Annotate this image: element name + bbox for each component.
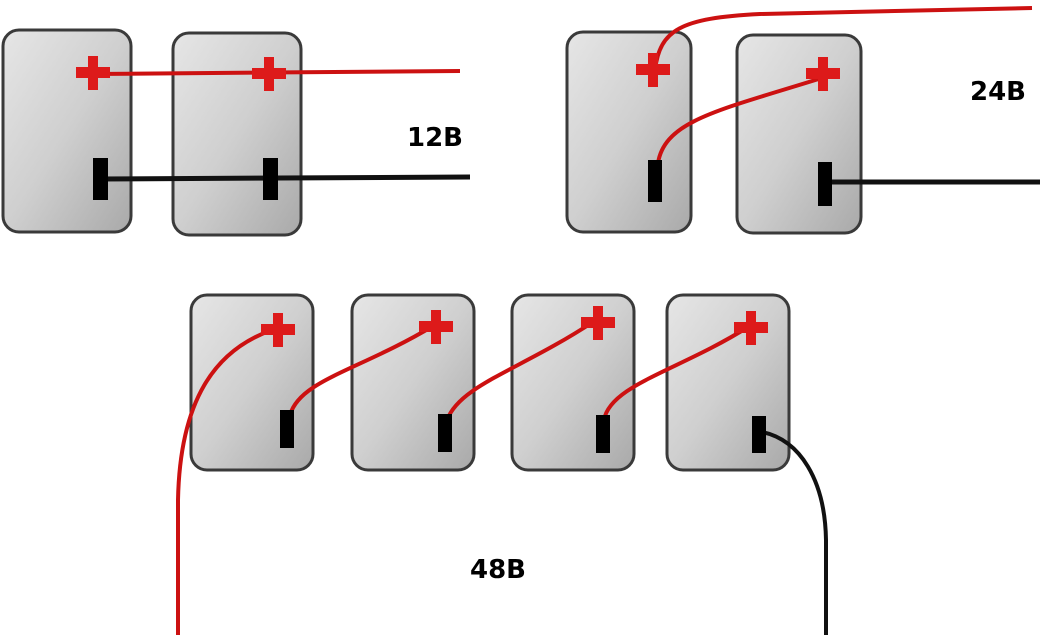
label-48v: 48В — [470, 555, 526, 585]
minus-terminal-icon — [818, 162, 832, 206]
label-12v: 12В — [407, 123, 463, 153]
battery-48v-4 — [665, 293, 791, 472]
plus-terminal-icon — [252, 57, 286, 91]
battery-icon — [1, 28, 133, 234]
group-24v: 24В — [565, 6, 1040, 235]
group-48v: 48В — [176, 293, 828, 635]
battery-48v-3 — [510, 293, 636, 472]
series-link-48v-2 — [445, 320, 595, 421]
battery-icon — [565, 30, 693, 234]
battery-24v-1 — [565, 30, 693, 234]
positive-wire-48v — [176, 328, 273, 635]
battery-icon — [189, 293, 315, 472]
plus-terminal-icon — [261, 313, 295, 347]
series-link-48v-1 — [288, 324, 435, 416]
minus-terminal-icon — [93, 158, 108, 200]
battery-icon — [350, 293, 476, 472]
plus-terminal-icon — [76, 56, 110, 90]
plus-terminal-icon — [636, 53, 670, 87]
minus-terminal-icon — [752, 416, 766, 453]
plus-terminal-icon — [806, 57, 840, 91]
series-link-24v — [656, 75, 826, 164]
group-12v: 12В — [1, 28, 471, 237]
minus-terminal-icon — [596, 415, 610, 453]
negative-wire-48v — [761, 430, 828, 635]
battery-48v-1 — [189, 293, 315, 472]
series-link-48v-3 — [602, 325, 750, 421]
battery-48v-2 — [350, 293, 476, 472]
plus-terminal-icon — [419, 310, 453, 344]
minus-terminal-icon — [263, 158, 278, 200]
minus-terminal-icon — [438, 414, 452, 452]
battery-icon — [665, 293, 791, 472]
battery-icon — [735, 33, 863, 235]
label-24v: 24В — [970, 77, 1026, 107]
battery-icon — [510, 293, 636, 472]
minus-terminal-icon — [648, 160, 662, 202]
battery-12v-2 — [171, 31, 303, 237]
plus-terminal-icon — [581, 306, 615, 340]
plus-terminal-icon — [734, 311, 768, 345]
battery-12v-1 — [1, 28, 133, 234]
battery-icon — [171, 31, 303, 237]
battery-24v-2 — [735, 33, 863, 235]
negative-wire-12v — [99, 174, 471, 182]
minus-terminal-icon — [280, 410, 294, 448]
